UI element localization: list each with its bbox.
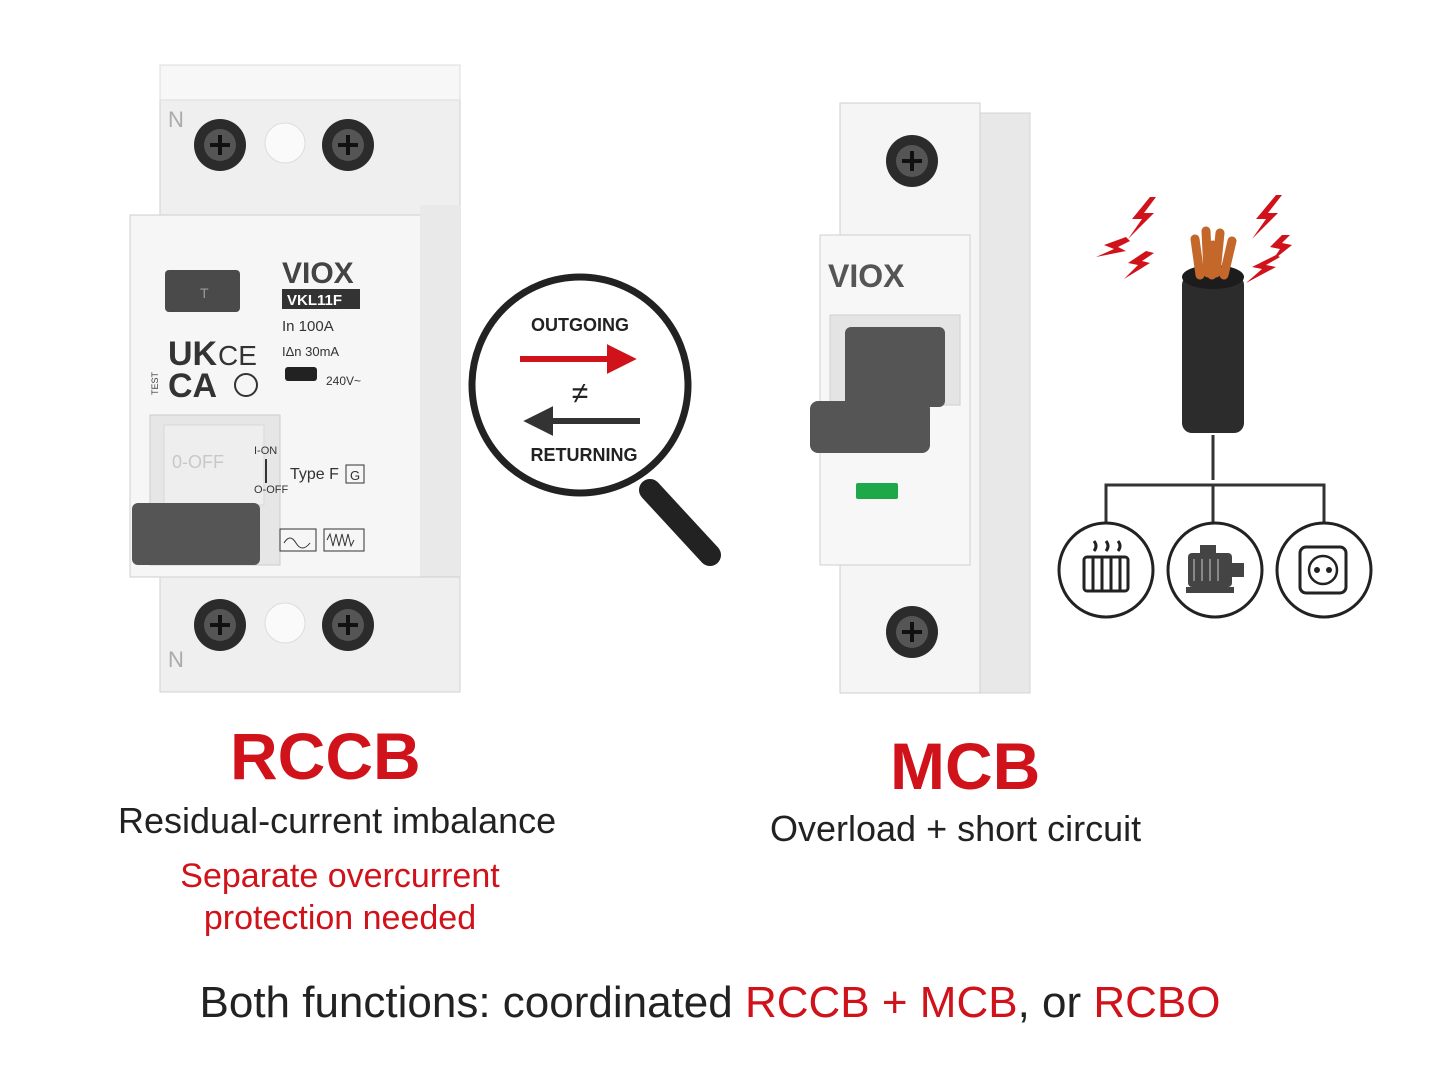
cable-icon	[1182, 226, 1244, 433]
rccb-toggle-handle[interactable]	[132, 503, 260, 565]
mcb-indicator	[856, 483, 898, 499]
overload-diagram	[1057, 195, 1373, 619]
screw-icon	[322, 119, 374, 171]
radiator-icon	[1082, 540, 1130, 593]
type-label: Type F	[290, 466, 339, 483]
screw-icon	[886, 606, 938, 658]
pole-top-label: N	[168, 107, 184, 132]
rccb-subtitle: Residual-current imbalance	[118, 800, 557, 841]
mark-ca: CA	[168, 367, 217, 405]
rccb-note-line1: Separate overcurrent	[180, 857, 500, 895]
outgoing-arrow	[520, 344, 637, 374]
rccb-title: RCCB	[230, 719, 421, 793]
test-button[interactable]	[165, 270, 240, 312]
screw-icon	[886, 135, 938, 187]
model-label: VKL11F	[287, 292, 342, 309]
returning-label: RETURNING	[531, 445, 638, 465]
not-equal-sign: ≠	[572, 377, 588, 410]
outgoing-label: OUTGOING	[531, 315, 629, 335]
mcb-title: MCB	[890, 729, 1041, 803]
handle-state-label: 0-OFF	[172, 452, 224, 472]
mark-uk: UK	[168, 335, 218, 373]
test-button-label: T	[200, 285, 209, 301]
screw-icon	[194, 599, 246, 651]
magnifier-icon: OUTGOING ≠ RETURNING	[468, 273, 721, 566]
residual-current-label: IΔn 30mA	[282, 344, 339, 359]
type-badge: G	[350, 468, 360, 483]
mcb-device: VIOX	[810, 102, 1031, 694]
test-label: TEST	[150, 371, 160, 395]
bottom-part2: RCCB + MCB	[744, 978, 1018, 1027]
bottom-part1: Both functions: coordinated	[199, 978, 745, 1027]
pole-bottom-label: N	[168, 647, 184, 672]
mcb-subtitle: Overload + short circuit	[770, 808, 1142, 849]
off-label: O-OFF	[254, 484, 288, 496]
mcb-toggle-handle[interactable]	[810, 401, 930, 453]
bottom-summary: Both functions: coordinated RCCB + MCB, …	[0, 978, 1420, 1028]
on-label: I-ON	[254, 445, 277, 457]
motor-icon	[1186, 545, 1244, 593]
rccb-note-line2: protection needed	[203, 899, 477, 937]
bottom-part4: RCBO	[1093, 978, 1221, 1027]
brand-label: VIOX	[282, 257, 354, 290]
socket-icon	[1298, 545, 1348, 595]
returning-arrow	[523, 406, 640, 436]
rccb-device: N T VIOX VKL11F In 100A IΔn 30mA 240V~ T…	[129, 64, 461, 693]
rated-current-label: In 100A	[282, 318, 334, 335]
mcb-brand-label: VIOX	[828, 258, 905, 294]
bottom-part3: , or	[1017, 978, 1094, 1027]
screw-icon	[194, 119, 246, 171]
rccb-note: Separate overcurrent protection needed	[150, 855, 530, 939]
voltage-label: 240V~	[326, 374, 361, 388]
screw-icon	[322, 599, 374, 651]
mark-ce: CE	[218, 340, 257, 371]
lightning-icon	[1096, 195, 1292, 283]
